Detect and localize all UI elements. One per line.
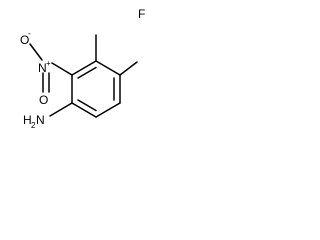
- nitro-oxygen-double-label: O: [39, 93, 48, 107]
- amine-bond: [49, 102, 73, 117]
- nitro-oxygen-single-label: O: [20, 33, 29, 47]
- amine-subscript-label: 2: [31, 121, 36, 130]
- nitro-oxygen-minus-label: -: [28, 29, 31, 38]
- nitro-o-single-bond: [29, 43, 43, 61]
- ring-bond-c1-c2: [71, 60, 97, 76]
- structure-drawing: F O - N + O H N 2: [20, 7, 145, 130]
- fluorine-label: F: [138, 7, 145, 21]
- ring-double-bond-1: [77, 66, 97, 79]
- ring-bond-c5-c6: [71, 102, 97, 118]
- nitro-nitrogen-label: N: [38, 61, 47, 75]
- ring-bond-c4-c5: [95, 102, 121, 118]
- fluoro-bond: [119, 61, 138, 76]
- nitro-bond: [51, 62, 73, 76]
- amine-n-label: N: [36, 113, 45, 127]
- ring-double-bond-3: [77, 99, 97, 112]
- ring-bond-c2-c3: [95, 60, 121, 76]
- amine-h-label: H: [23, 113, 32, 127]
- molecule-canvas: F O - N + O H N 2: [0, 0, 158, 158]
- nitro-plus-label: +: [46, 59, 51, 68]
